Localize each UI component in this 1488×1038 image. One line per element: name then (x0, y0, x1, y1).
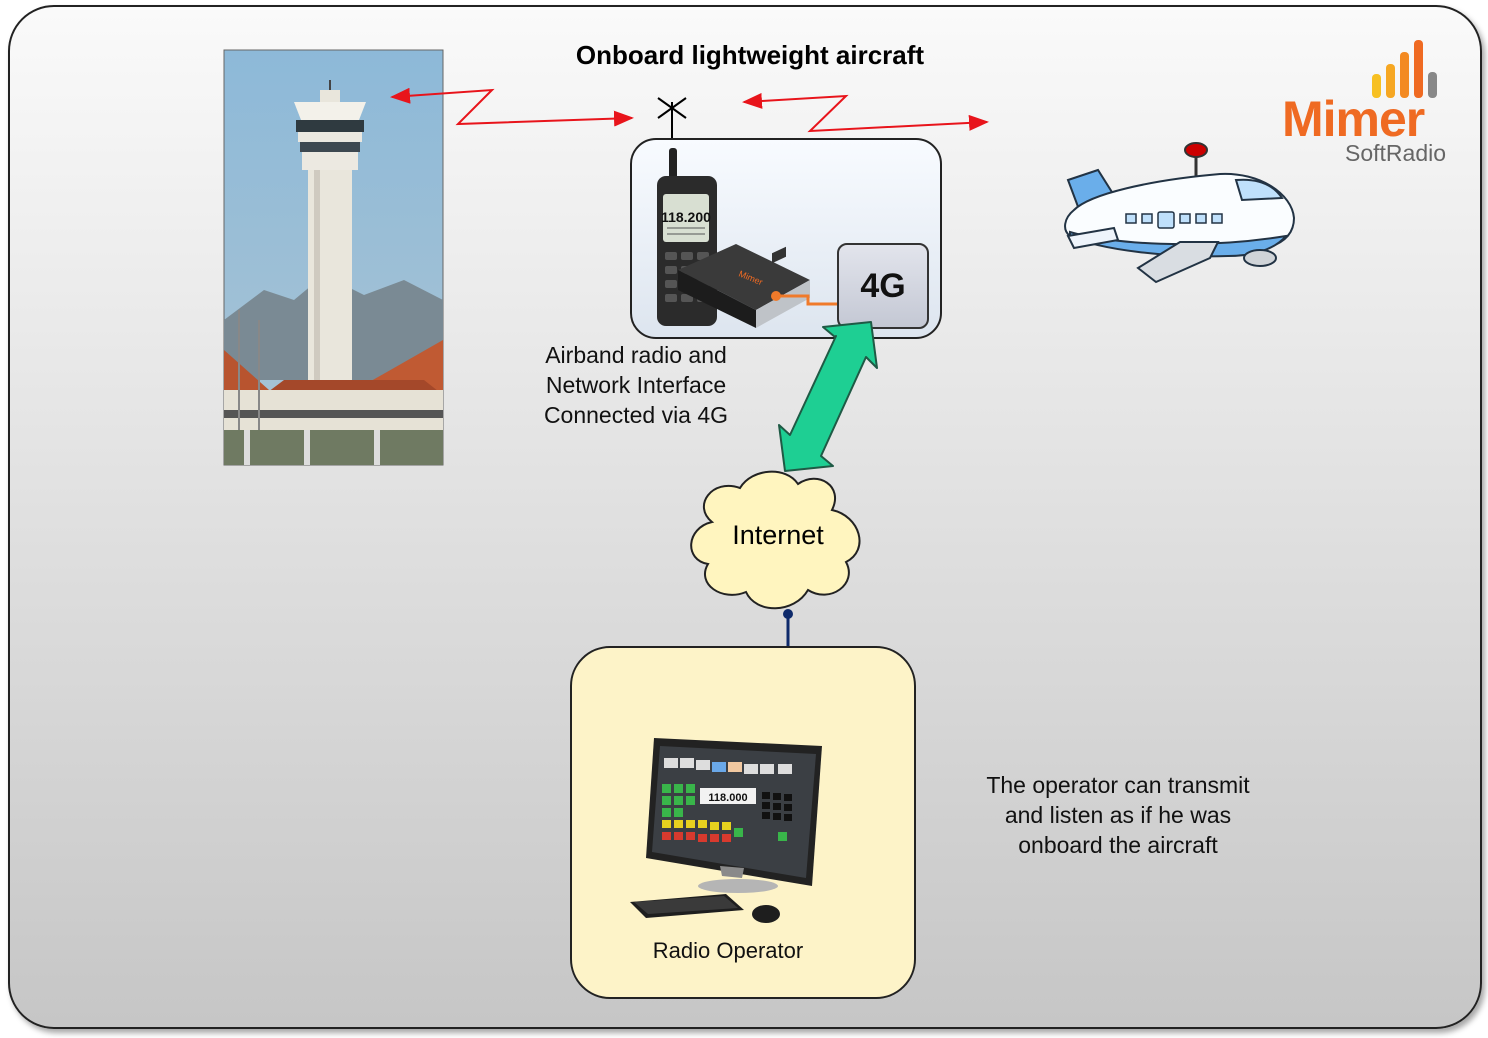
radio-frequency-display: 118.200 (661, 209, 711, 225)
signal-bars-icon (1372, 40, 1437, 98)
control-tower-image (223, 49, 444, 466)
operator-description-line: The operator can transmit (986, 772, 1250, 798)
radio-caption: Airband radio and Network Interface Conn… (520, 340, 752, 430)
internet-cloud-icon (690, 470, 861, 610)
radio-caption-line: Network Interface (545, 372, 727, 398)
logo-subtitle: SoftRadio (1345, 140, 1447, 166)
operator-description-line: onboard the aircraft (1018, 832, 1218, 858)
radio-caption-line: Airband radio and (545, 342, 727, 368)
operator-description: The operator can transmit and listen as … (955, 770, 1281, 860)
internet-label: Internet (732, 520, 824, 550)
diagram-title: Onboard lightweight aircraft (575, 40, 925, 70)
operator-screen-frequency: 118.000 (708, 792, 747, 804)
operator-description-line: and listen as if he was (1004, 802, 1232, 828)
antenna-icon (657, 97, 687, 140)
radio-caption-line: Connected via 4G (543, 402, 729, 428)
operator-label: Radio Operator (652, 938, 804, 963)
network-badge-4g: 4G (837, 243, 929, 329)
logo-name: Mimer (1282, 91, 1425, 147)
aircraft-icon (1064, 142, 1296, 284)
operator-workstation-icon: 118.000 (630, 738, 822, 923)
